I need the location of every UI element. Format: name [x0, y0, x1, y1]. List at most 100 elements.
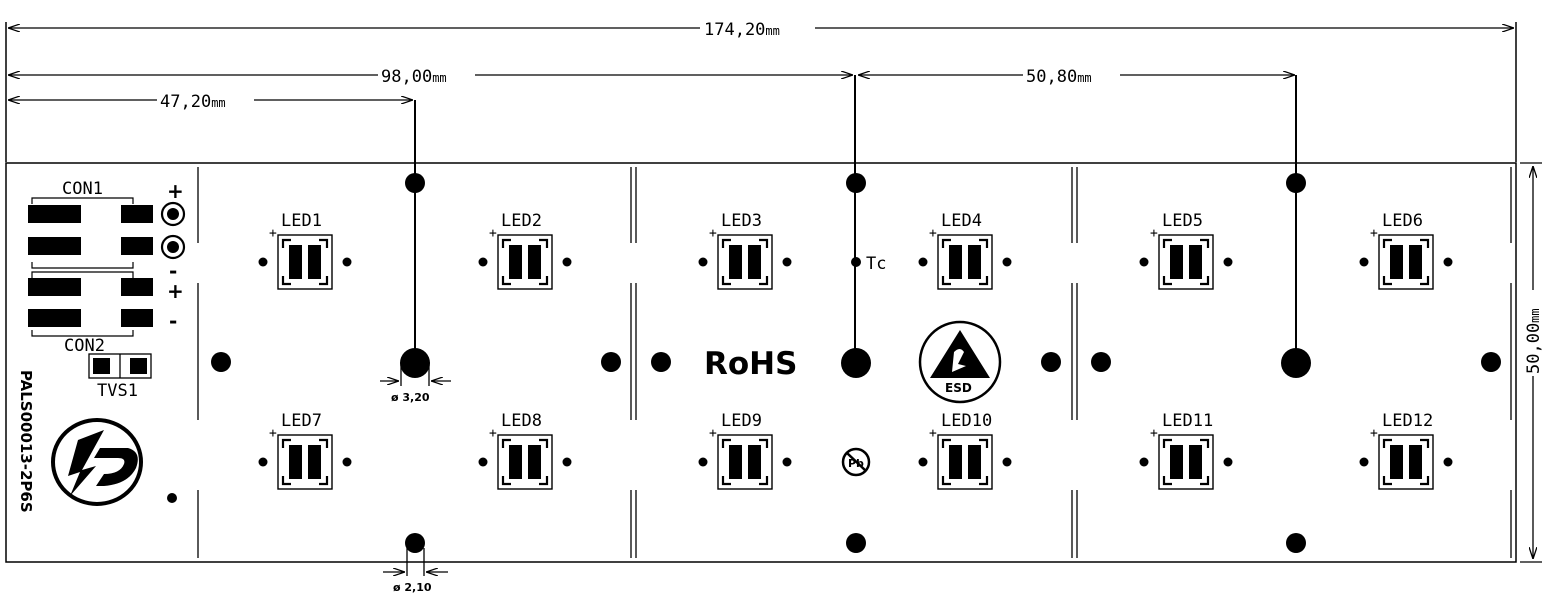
led-via: [1139, 457, 1149, 467]
led-label: LED11: [1162, 411, 1213, 431]
led-pad: [1170, 245, 1183, 279]
hole-small: [1041, 352, 1061, 372]
led-pad: [1409, 445, 1422, 479]
led-via: [478, 257, 488, 267]
tc-label: Tc: [866, 254, 886, 274]
hole-callout-large-label: ø 3,20: [391, 391, 430, 404]
led-9: LED9+: [698, 411, 792, 490]
hole-center-large: [1281, 348, 1311, 378]
led-pad: [509, 245, 522, 279]
rohs-label: RoHS: [704, 346, 797, 382]
hole-top: [405, 173, 425, 193]
svg-text:98,00mm: 98,00mm: [381, 67, 447, 87]
led-7: LED7+: [258, 411, 352, 490]
led-corners: [501, 238, 549, 286]
led-5: LED5+: [1139, 211, 1233, 290]
led-1: LED1+: [258, 211, 352, 290]
led-pad: [308, 445, 321, 479]
dimension-to-center: 98,00mm: [8, 67, 853, 87]
led-outline: [497, 234, 553, 290]
led-via: [342, 457, 352, 467]
led-label: LED4: [941, 211, 982, 231]
hole-callout-large: ø 3,20: [380, 362, 451, 404]
dim-overall-unit: mm: [765, 24, 779, 38]
led-label: LED7: [281, 411, 322, 431]
hole-center-large: [400, 348, 430, 378]
led-label: LED2: [501, 211, 542, 231]
led-outline: [497, 434, 553, 490]
esd-icon: ESD: [918, 320, 1002, 404]
hole-small: [1481, 352, 1501, 372]
con1-label: CON1: [62, 179, 103, 199]
led-pad: [528, 445, 541, 479]
lead-free-icon: Pb: [841, 447, 871, 477]
led-pad: [1409, 245, 1422, 279]
minus-sign: -: [169, 309, 177, 333]
led-via: [562, 457, 572, 467]
led-label: LED10: [941, 411, 992, 431]
hole-top: [846, 173, 866, 193]
led-2: LED2 +: [478, 211, 572, 290]
led-pad: [949, 245, 962, 279]
led-outline: [277, 434, 333, 490]
led-via: [1443, 457, 1453, 467]
led-via: [562, 257, 572, 267]
led-pad: [1390, 245, 1403, 279]
led-outline: [1158, 434, 1214, 490]
minus-sign: -: [169, 259, 177, 283]
part-number: PALS00013-2P6S: [17, 370, 35, 513]
led-pad: [729, 445, 742, 479]
hole-bottom: [1286, 533, 1306, 553]
hole-small: [211, 352, 231, 372]
svg-text:50,00mm: 50,00mm: [1524, 308, 1544, 374]
dimension-overall: 174,20mm: [5, 20, 1517, 162]
led-3: LED3+: [698, 211, 792, 290]
led-via: [258, 457, 268, 467]
led-polarity: +: [489, 226, 497, 241]
led-pad: [1390, 445, 1403, 479]
led-via: [1002, 457, 1012, 467]
section-separators: [197, 167, 1512, 558]
dim-first-hole-value: 47,20: [160, 92, 211, 112]
hole-top: [1286, 173, 1306, 193]
led-pad: [528, 245, 541, 279]
led-corners: [1162, 438, 1210, 486]
led-label: LED1: [281, 211, 322, 231]
led-polarity: +: [929, 426, 937, 441]
led-pad: [729, 245, 742, 279]
led-pad: [748, 245, 761, 279]
svg-text:50,80mm: 50,80mm: [1026, 67, 1092, 87]
esd-label: ESD: [945, 381, 972, 395]
led-12: LED12+: [1359, 411, 1453, 490]
led-pad: [968, 245, 981, 279]
board-outline: [5, 162, 1517, 563]
led-via: [1139, 257, 1149, 267]
led-polarity: +: [489, 426, 497, 441]
led-corners: [721, 238, 769, 286]
con2-label: CON2: [64, 336, 105, 356]
led-corners: [281, 238, 329, 286]
led-pad: [289, 245, 302, 279]
dim-center-unit: mm: [432, 71, 446, 85]
led-label: LED6: [1382, 211, 1423, 231]
led-corners: [501, 438, 549, 486]
led-via: [698, 457, 708, 467]
connector-con2: CON2: [28, 271, 153, 356]
led-6: LED6+: [1359, 211, 1453, 290]
led-corners: [941, 438, 989, 486]
dim-pitch-unit: mm: [1077, 71, 1091, 85]
led-via: [698, 257, 708, 267]
mounting-holes: [167, 173, 1501, 553]
svg-text:174,20mm: 174,20mm: [704, 20, 780, 40]
led-label: LED5: [1162, 211, 1203, 231]
led-via: [1223, 257, 1233, 267]
led-corners: [1162, 238, 1210, 286]
led-via: [1359, 457, 1369, 467]
hole-callout-small-label: ø 2,10: [393, 581, 432, 594]
dim-pitch-value: 50,80: [1026, 67, 1077, 87]
led-label: LED3: [721, 211, 762, 231]
led-corners: [281, 438, 329, 486]
led-outline: [1378, 434, 1434, 490]
tvs1: TVS1: [88, 353, 152, 401]
